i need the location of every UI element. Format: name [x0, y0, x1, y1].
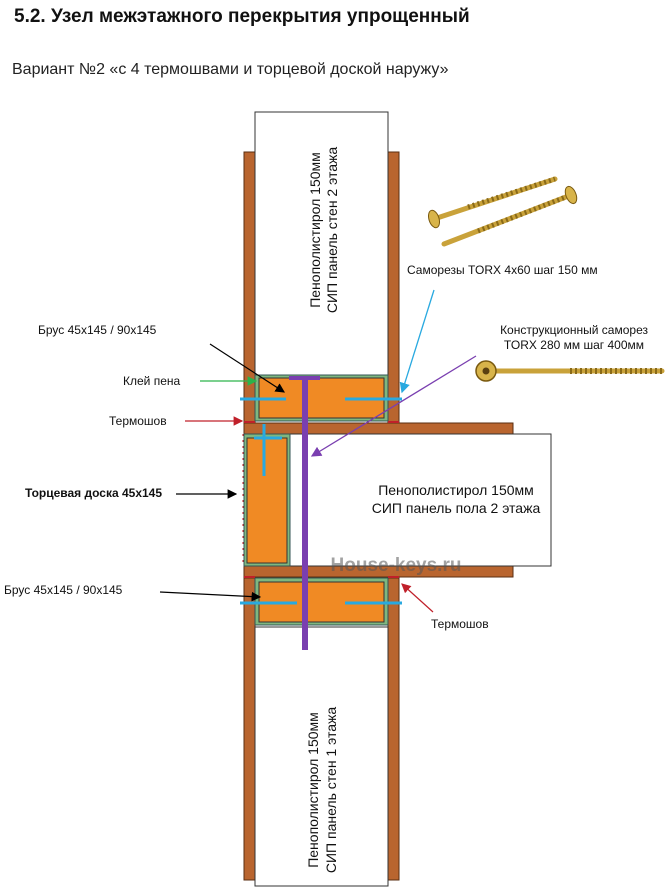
- floor-deck: Пенополистирол 150мм СИП панель пола 2 э…: [243, 422, 552, 578]
- upper-wall-foam: [254, 111, 389, 377]
- leader-seam-bottom: [401, 583, 434, 613]
- label-seam-bottom: Термошов: [431, 617, 489, 631]
- lower-wall-label-1: Пенополистирол 150мм: [305, 712, 321, 868]
- leader-small-screws: [399, 289, 435, 394]
- watermark: House-keys.ru: [331, 555, 462, 576]
- screw-illustration-pair: [427, 176, 578, 247]
- thermal-seams: [242, 421, 399, 578]
- label-beam-top: Брус 45х145 / 90х145: [38, 323, 157, 337]
- structural-screw: [289, 376, 320, 650]
- label-beam-bottom: Брус 45х145 / 90х145: [4, 583, 123, 597]
- page-subtitle: Вариант №2 «с 4 термошвами и торцевой до…: [12, 61, 449, 78]
- label-structural-screw-1: Конструкционный саморез: [500, 323, 648, 337]
- lower-wall-panel: Пенополистирол 150мм СИП панель стен 1 э…: [243, 577, 400, 887]
- small-screws: [240, 397, 402, 605]
- upper-wall-osb-right: [387, 151, 400, 423]
- lower-wall-osb-left: [243, 577, 256, 881]
- floor-foam: [289, 433, 552, 567]
- leader-structural-screw: [310, 355, 477, 457]
- lower-wall-foam: [254, 626, 389, 887]
- floor-label-1: Пенополистирол 150мм: [378, 482, 534, 498]
- floor-label-2: СИП панель пола 2 этажа: [372, 500, 541, 516]
- upper-wall-label-1: Пенополистирол 150мм: [307, 152, 323, 308]
- lower-wall-label-2: СИП панель стен 1 этажа: [323, 707, 339, 873]
- leader-beam-bottom: [159, 591, 262, 602]
- label-small-screws: Саморезы TORX 4х60 шаг 150 мм: [407, 263, 598, 277]
- page-title: 5.2. Узел межэтажного перекрытия упрощен…: [14, 6, 470, 27]
- label-seam-top: Термошов: [109, 414, 167, 428]
- label-end-board: Торцевая доска 45х145: [25, 486, 162, 500]
- upper-wall-panel: Пенополистирол 150мм СИП панель стен 2 э…: [243, 111, 400, 423]
- leader-beam-top: [209, 343, 286, 393]
- lower-wall-osb-right: [387, 577, 400, 881]
- floor-top-osb: [243, 422, 514, 435]
- end-board: [243, 433, 291, 567]
- label-glue: Клей пена: [123, 374, 181, 388]
- structural-screw-illustration: [475, 360, 665, 382]
- label-structural-screw-2: TORX 280 мм шаг 400мм: [504, 338, 644, 352]
- upper-wall-label-2: СИП панель стен 2 этажа: [324, 147, 340, 313]
